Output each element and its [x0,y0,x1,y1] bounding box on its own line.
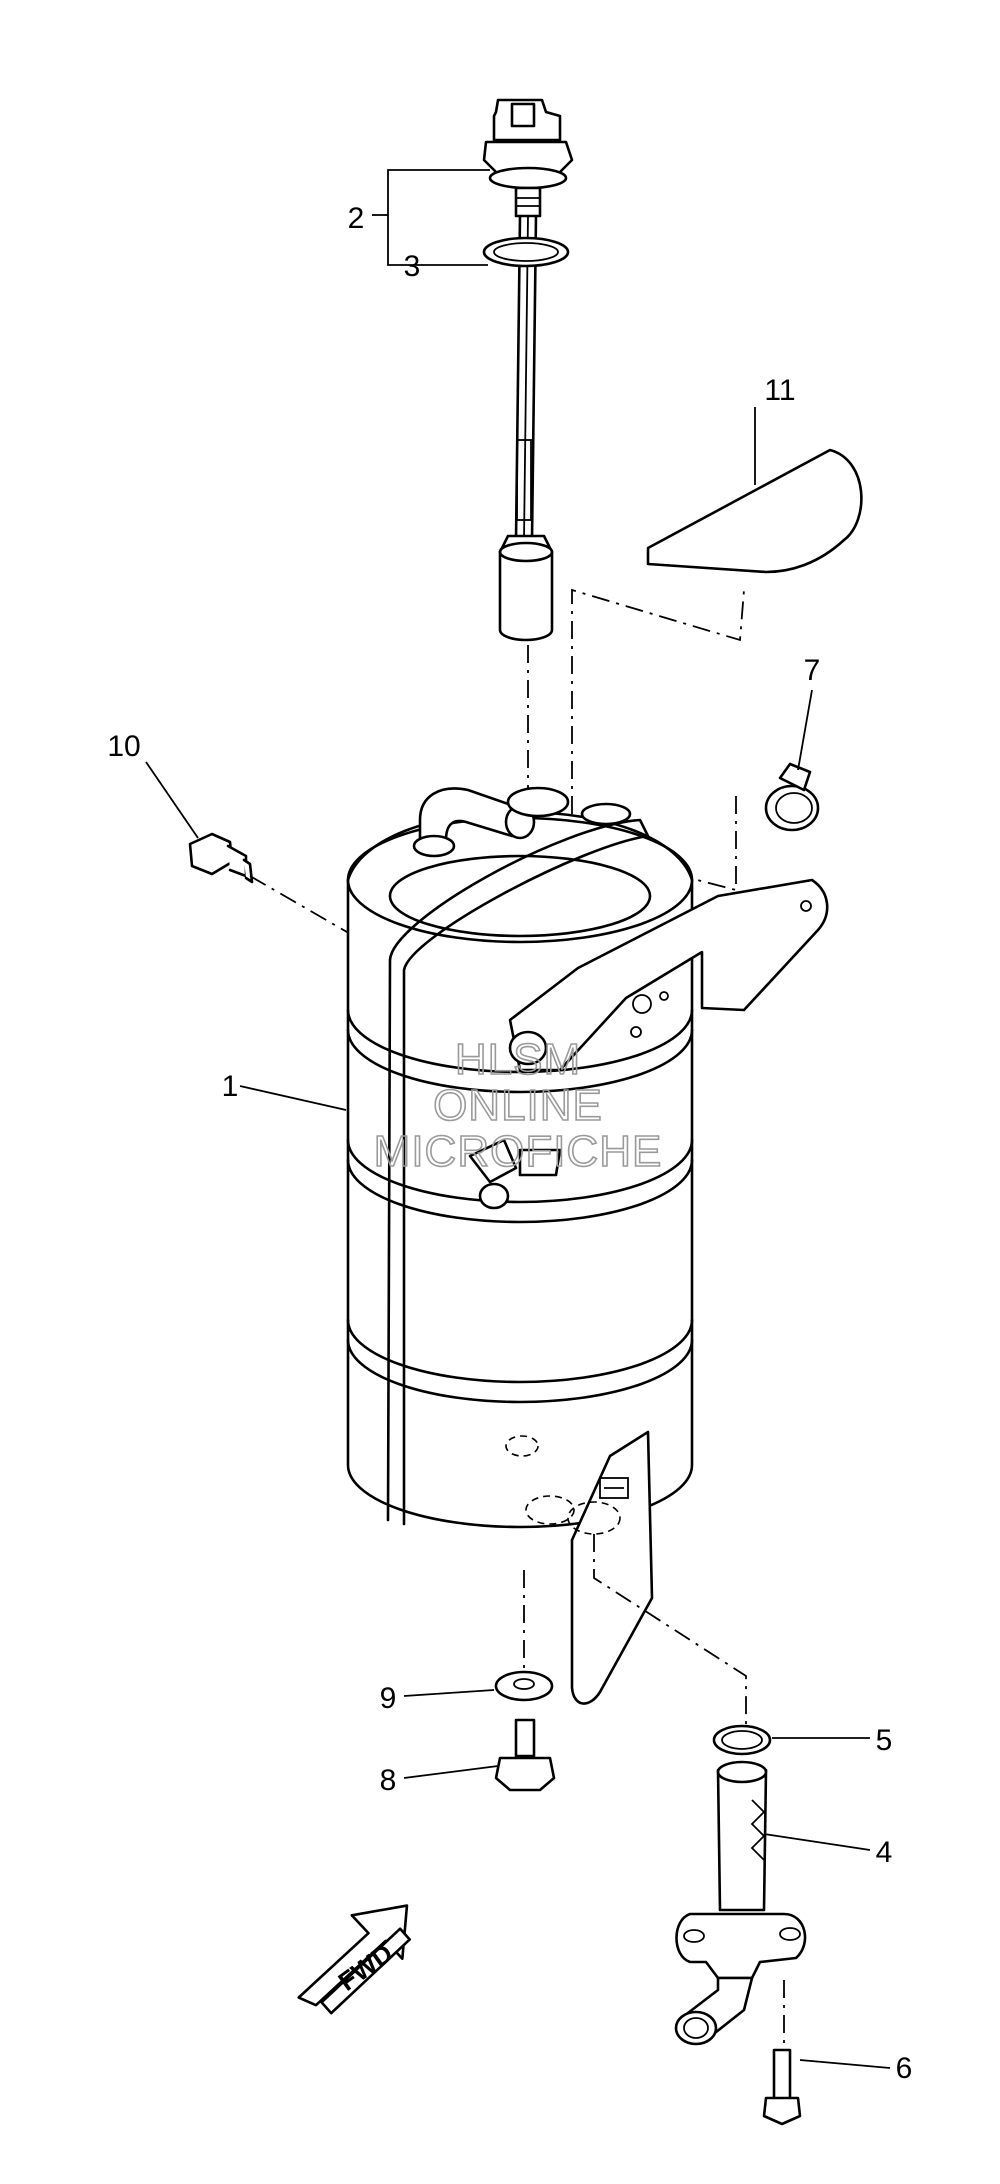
callout-2: 2 [348,202,365,235]
callout-9: 9 [380,1682,397,1715]
watermark-line-3: MICROFICHE [374,1127,663,1176]
part-3-o-ring[interactable] [482,236,570,268]
callout-3: 3 [404,250,421,283]
fwd-direction-arrow: FWD [297,1904,412,2015]
part-8-bolt[interactable] [494,1718,556,1792]
callout-11: 11 [764,374,795,407]
part-4-elbow-fitting[interactable] [674,1760,807,2046]
callout-5: 5 [876,1724,893,1757]
part-5-o-ring[interactable] [712,1724,772,1756]
callout-10: 10 [107,730,140,763]
part-11-pad[interactable] [646,448,863,574]
part-2-sensor[interactable] [482,98,574,642]
part-1-water-separator-tank[interactable] [346,786,829,1705]
part-7-hose-clamp[interactable] [764,762,820,832]
watermark-line-1: HLSM [455,1035,581,1084]
callout-6: 6 [896,2052,913,2085]
watermark: HLSM ONLINE MICROFICHE [373,1034,663,1177]
part-10-bolt[interactable] [188,832,254,884]
watermark-line-2: ONLINE [433,1081,603,1130]
callout-1: 1 [222,1070,239,1103]
part-6-screw[interactable] [762,2048,802,2126]
callout-7: 7 [804,654,821,687]
part-9-washer[interactable] [494,1670,554,1702]
callout-8: 8 [380,1764,397,1797]
callout-4: 4 [876,1836,893,1869]
